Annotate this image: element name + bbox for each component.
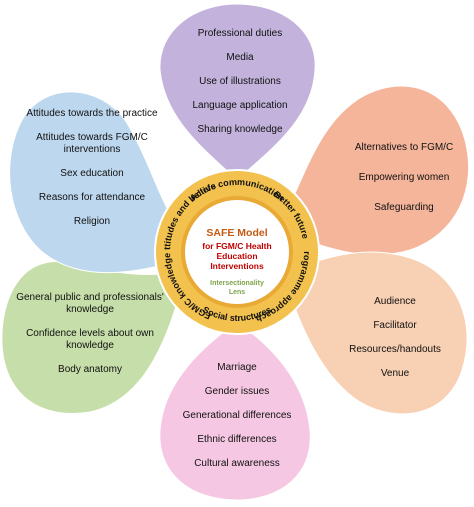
list-item: Generational differences xyxy=(182,410,292,421)
petal-peach-list: Audience Facilitator Resources/handouts … xyxy=(340,296,450,380)
list-item: Marriage xyxy=(217,362,257,373)
list-item: Reasons for attendance xyxy=(38,192,146,203)
center-subtitle-line-2: Education xyxy=(216,251,257,261)
center-lens-line-1: Intersectionality xyxy=(210,280,264,287)
center-subtitle-line-1: for FGM/C Health xyxy=(202,241,271,251)
list-item: Venue xyxy=(380,368,410,379)
list-item: Facilitator xyxy=(373,320,417,331)
list-item: Alternatives to FGM/C xyxy=(354,142,454,153)
center-subtitle-line-3: Interventions xyxy=(210,261,264,271)
list-item: Use of illustrations xyxy=(199,76,281,87)
center-lens-line-2: Lens xyxy=(229,289,245,296)
list-item: Attitudes towards the practice xyxy=(26,108,158,119)
petal-pink xyxy=(159,321,311,501)
center-title: SAFE Model xyxy=(206,227,267,239)
petal-blue-list: Attitudes towards the practice Attitudes… xyxy=(22,108,162,228)
list-item: Language application xyxy=(192,100,288,111)
list-item: Ethnic differences xyxy=(197,434,277,445)
list-item: Body anatomy xyxy=(58,364,122,375)
list-item: Confidence levels about own knowledge xyxy=(26,328,154,351)
list-item: Audience xyxy=(374,296,416,307)
list-item: Cultural awareness xyxy=(194,458,280,469)
petal-pink-list: Marriage Gender issues Generational diff… xyxy=(170,362,304,470)
list-item: Sharing knowledge xyxy=(197,124,283,135)
petal-purple xyxy=(159,3,316,181)
list-item: Professional duties xyxy=(197,28,283,39)
petal-blue xyxy=(9,91,183,274)
petal-green-list: General public and professionals' knowle… xyxy=(10,292,170,376)
list-item: Safeguarding xyxy=(374,202,434,213)
list-item: Empowering women xyxy=(358,172,450,183)
list-item: Resources/handouts xyxy=(349,344,441,355)
center-circle xyxy=(185,200,289,304)
list-item: Media xyxy=(226,52,254,63)
petal-orange-list: Alternatives to FGM/C Empowering women S… xyxy=(345,142,463,214)
list-item: General public and professionals' knowle… xyxy=(16,292,164,315)
list-item: Sex education xyxy=(60,168,124,179)
list-item: Attitudes towards FGM/C interventions xyxy=(36,132,148,155)
list-item: Religion xyxy=(73,216,111,227)
list-item: Gender issues xyxy=(204,386,270,397)
petal-peach xyxy=(291,251,468,415)
petal-purple-list: Professional duties Media Use of illustr… xyxy=(180,28,300,136)
